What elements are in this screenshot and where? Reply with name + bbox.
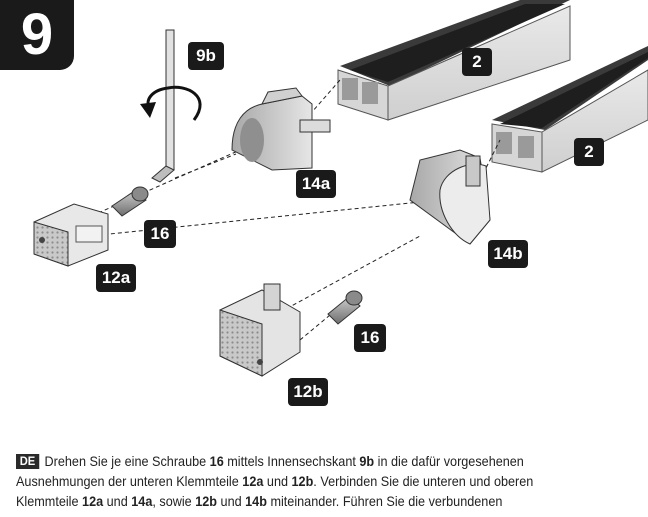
- label-9b: 9b: [188, 42, 224, 70]
- clamp-part-14b: [409, 149, 491, 245]
- label-profile-2-top: 2: [462, 48, 492, 76]
- clamp-part-14a: [231, 87, 331, 171]
- lower-rail-profile: [491, 46, 648, 173]
- screw-bottom: [327, 290, 363, 325]
- language-badge: DE: [16, 454, 39, 469]
- assembly-diagram: [33, 0, 648, 377]
- hex-key-tool: [151, 29, 175, 183]
- label-16-top: 16: [144, 220, 176, 248]
- rotation-arrow-icon: [140, 85, 202, 121]
- screw-top: [111, 186, 149, 217]
- clamp-part-12b: [219, 283, 301, 377]
- label-12b: 12b: [288, 378, 328, 406]
- label-14a: 14a: [296, 170, 336, 198]
- upper-rail-profile: [337, 0, 571, 121]
- clamp-part-12a: [33, 203, 109, 267]
- step-number-badge: 9: [0, 0, 74, 70]
- label-profile-2-bottom: 2: [574, 138, 604, 166]
- label-12a: 12a: [96, 264, 136, 292]
- label-14b: 14b: [488, 240, 528, 268]
- label-16-bottom: 16: [354, 324, 386, 352]
